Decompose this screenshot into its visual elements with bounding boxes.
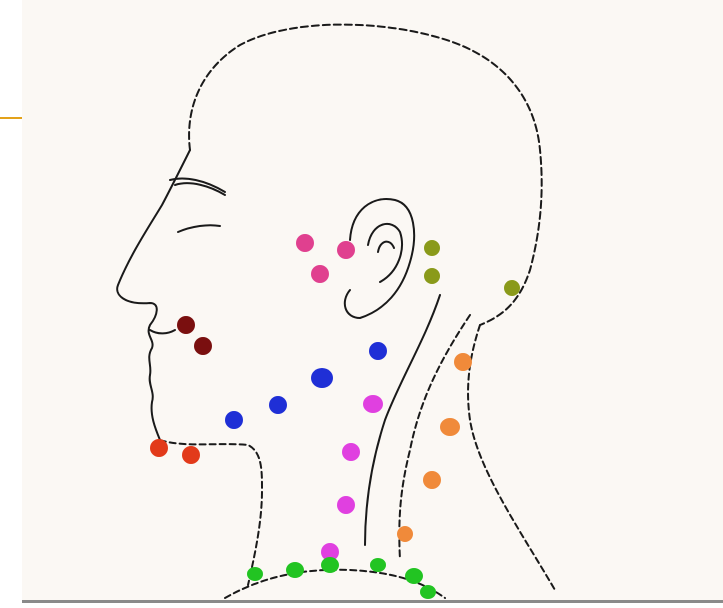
supraclavicular-node bbox=[370, 558, 386, 572]
posterior-cervical-node bbox=[397, 526, 413, 542]
panel-bottom-shadow bbox=[22, 600, 723, 603]
posterior-cervical-node bbox=[440, 418, 460, 436]
buccal-node bbox=[177, 316, 195, 334]
submandibular-jaw-node bbox=[225, 411, 243, 429]
occipital-node-group bbox=[504, 280, 520, 296]
postauricular-node bbox=[424, 268, 440, 284]
submandibular-jaw-node bbox=[269, 396, 287, 414]
postauricular-node bbox=[424, 240, 440, 256]
supraclavicular-node bbox=[247, 567, 263, 581]
submandibular-jaw-node bbox=[311, 368, 333, 388]
supraclavicular-node bbox=[420, 585, 436, 599]
submental-node bbox=[150, 439, 168, 457]
buccal-node bbox=[194, 337, 212, 355]
posterior-cervical-node bbox=[423, 471, 441, 489]
supraclavicular-node bbox=[286, 562, 304, 578]
occipital-node bbox=[504, 280, 520, 296]
submandibular-jaw-node bbox=[369, 342, 387, 360]
supraclavicular-node bbox=[321, 557, 339, 573]
preauricular-node bbox=[296, 234, 314, 252]
supraclavicular-node bbox=[405, 568, 423, 584]
preauricular-node bbox=[337, 241, 355, 259]
anterior-cervical-node bbox=[337, 496, 355, 514]
anterior-cervical-node bbox=[363, 395, 383, 413]
submental-node bbox=[182, 446, 200, 464]
posterior-cervical-node bbox=[454, 353, 472, 371]
anterior-cervical-node bbox=[342, 443, 360, 461]
preauricular-node bbox=[311, 265, 329, 283]
